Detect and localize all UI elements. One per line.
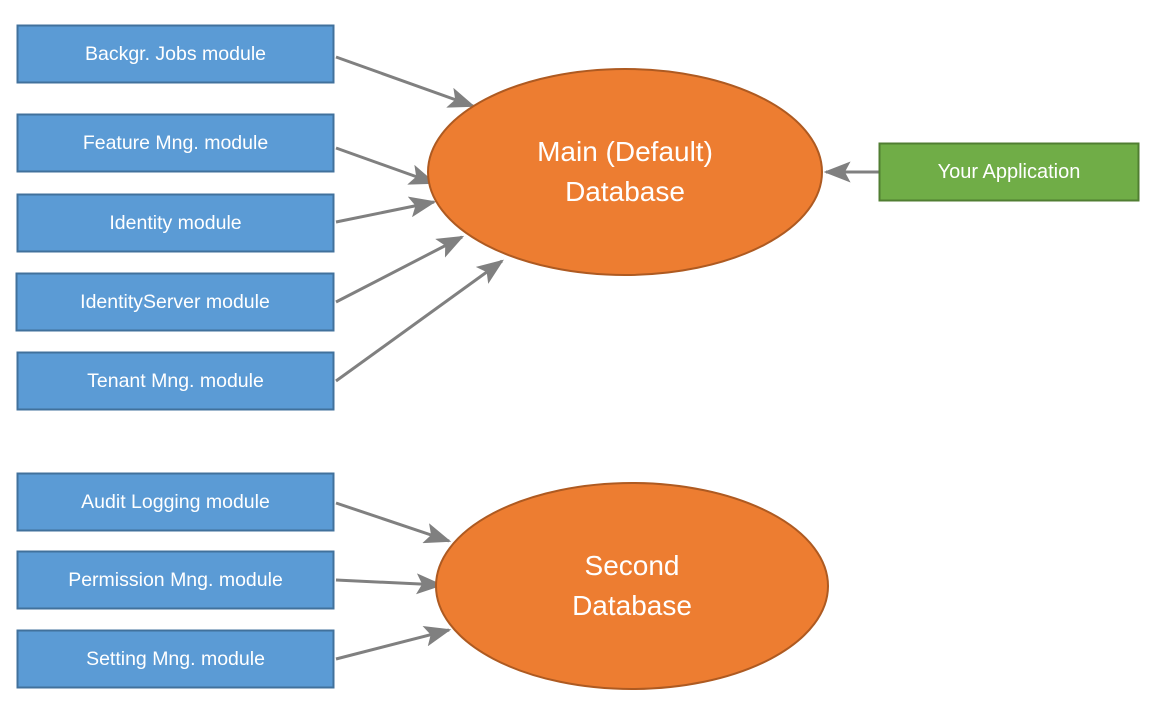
connection-arrows	[335, 55, 879, 661]
connection-arrow-audit-logging-to-second-database	[335, 501, 452, 544]
connection-arrow-background-jobs-to-main-database	[335, 55, 476, 108]
module-box-permission-management[interactable]	[16, 550, 335, 610]
connection-arrow-feature-management-to-main-database	[335, 146, 437, 185]
module-box-feature-management[interactable]	[16, 113, 335, 173]
connection-arrow-identity-server-to-main-database	[335, 235, 465, 304]
connection-arrow-setting-management-to-second-database	[335, 625, 452, 661]
node-shapes	[15, 24, 1140, 690]
connection-arrow-tenant-management-to-main-database	[335, 259, 504, 383]
connection-arrow-permission-management-to-second-database	[335, 573, 444, 595]
module-box-tenant-management[interactable]	[16, 351, 335, 411]
connection-arrow-identity-to-main-database	[335, 196, 437, 224]
module-box-background-jobs[interactable]	[16, 24, 335, 84]
module-box-identity[interactable]	[16, 193, 335, 253]
module-box-audit-logging[interactable]	[16, 472, 335, 532]
module-box-identity-server[interactable]	[15, 272, 335, 332]
database-ellipse-second-database[interactable]	[435, 482, 829, 690]
database-ellipse-main-database[interactable]	[427, 68, 823, 276]
application-box-your-application[interactable]	[878, 142, 1140, 202]
module-box-setting-management[interactable]	[16, 629, 335, 689]
